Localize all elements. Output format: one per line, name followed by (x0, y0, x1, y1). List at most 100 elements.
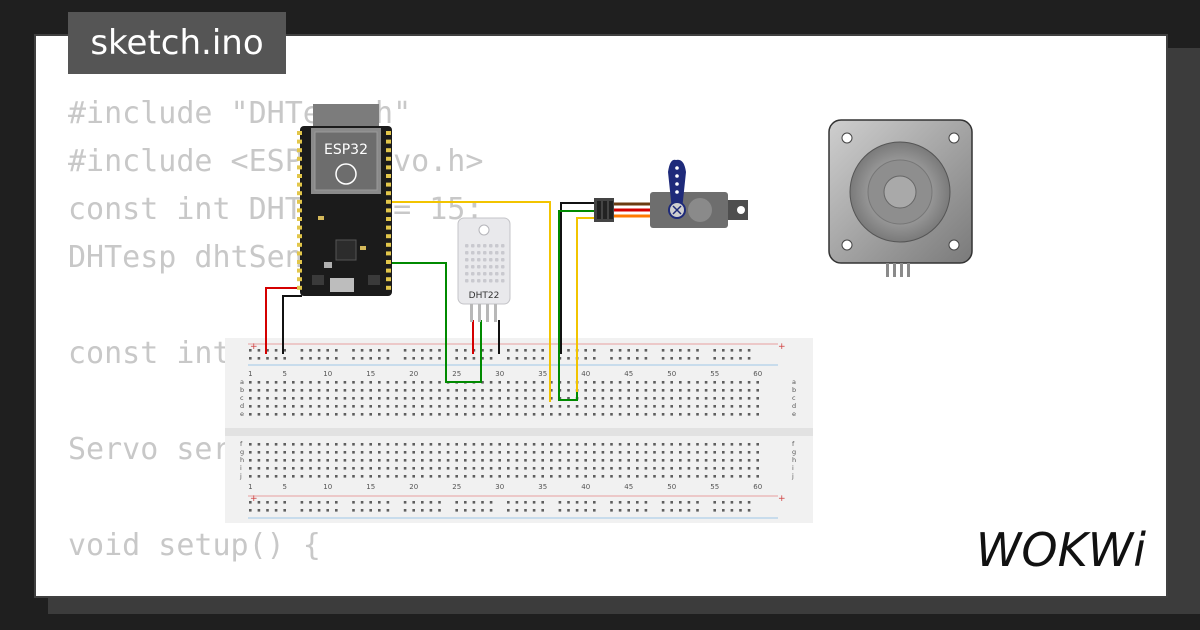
bb-hole (352, 405, 355, 408)
bb-col-number-top: 30 (495, 370, 504, 378)
bb-hole (687, 501, 691, 504)
bb-hole (584, 459, 587, 462)
bb-hole (317, 467, 321, 470)
esp32-pin (386, 182, 391, 187)
bb-hole (472, 389, 476, 392)
bb-hole (266, 501, 269, 504)
bb-hole (498, 443, 501, 446)
bb-hole (670, 349, 673, 352)
bb-hole (610, 405, 613, 408)
bb-hole (335, 413, 338, 416)
bb-hole (257, 443, 261, 446)
bb-hole (283, 467, 286, 470)
bb-hole (403, 443, 407, 446)
bb-hole (722, 389, 725, 392)
bb-hole (421, 381, 424, 384)
bb-hole (489, 357, 493, 360)
bb-row-letter: e (792, 410, 796, 418)
bb-hole (532, 397, 536, 400)
bb-hole (378, 509, 381, 512)
bb-hole (515, 381, 519, 384)
bb-hole (455, 389, 458, 392)
dht22-vent-grid (465, 244, 505, 283)
bb-hole (713, 381, 716, 384)
bb-hole (438, 413, 441, 416)
bb-hole (421, 405, 424, 408)
bb-hole (403, 357, 407, 360)
bb-hole (472, 443, 476, 446)
bb-hole (747, 357, 751, 360)
bb-hole (352, 389, 355, 392)
bb-hole (627, 381, 630, 384)
bb-hole (369, 509, 372, 512)
wire-red-power (265, 287, 302, 354)
bb-hole (309, 475, 312, 478)
bb-hole (584, 413, 587, 416)
bb-hole (618, 349, 622, 352)
bb-hole (696, 509, 699, 512)
bb-hole (266, 413, 269, 416)
bb-hole (575, 443, 579, 446)
bb-hole (593, 413, 596, 416)
bb-hole (489, 467, 493, 470)
bb-hole (455, 443, 458, 446)
bb-hole (249, 357, 252, 360)
bb-hole (343, 397, 347, 400)
bb-hole (292, 451, 295, 454)
dht22-sensor: DHT22 (457, 217, 511, 322)
dht22-vent (495, 244, 499, 248)
bb-hole (515, 475, 519, 478)
esp32-pin (297, 260, 302, 264)
bb-hole (292, 405, 295, 408)
bb-hole (636, 389, 639, 392)
bb-hole (756, 451, 759, 454)
bb-hole (395, 413, 398, 416)
bb-hole (713, 475, 716, 478)
bb-hole (464, 389, 467, 392)
bb-hole (618, 413, 622, 416)
bb-hole (541, 509, 544, 512)
bb-hole (601, 467, 605, 470)
dht22-vent (465, 244, 469, 248)
wires (265, 201, 596, 402)
dht22-vent (477, 279, 481, 283)
bb-hole (292, 475, 295, 478)
bb-hole (601, 459, 605, 462)
bb-hole (507, 451, 510, 454)
bb-hole (335, 389, 338, 392)
dht22-vent (495, 272, 499, 276)
bb-hole (610, 467, 613, 470)
dht22-vent (489, 265, 493, 269)
bb-hole (274, 405, 278, 408)
bb-hole (292, 397, 295, 400)
bb-hole (730, 451, 734, 454)
bb-hole (704, 443, 708, 446)
bb-hole (386, 413, 390, 416)
bb-hole (249, 413, 252, 416)
file-tab[interactable]: sketch.ino (68, 12, 286, 74)
bb-hole (704, 397, 708, 400)
bb-hole (593, 509, 596, 512)
bb-hole (360, 501, 364, 504)
bb-hole (343, 381, 347, 384)
bb-hole (326, 443, 329, 446)
bb-row-letter: e (240, 410, 244, 418)
bb-hole (644, 389, 648, 392)
bb-row-letter: c (240, 394, 244, 402)
breadboard-holes (249, 349, 759, 512)
bb-col-number-top: 45 (624, 370, 633, 378)
bb-hole (550, 397, 553, 400)
bb-hole (515, 397, 519, 400)
bb-hole (618, 357, 622, 360)
bb-hole (352, 467, 355, 470)
bb-hole (464, 501, 467, 504)
bb-hole (644, 381, 648, 384)
bb-hole (412, 509, 415, 512)
bb-hole (618, 509, 622, 512)
bb-hole (636, 475, 639, 478)
dht22-vent (465, 279, 469, 283)
bb-hole (335, 501, 338, 504)
bb-hole (670, 413, 673, 416)
bb-hole (541, 405, 544, 408)
bb-hole (636, 467, 639, 470)
